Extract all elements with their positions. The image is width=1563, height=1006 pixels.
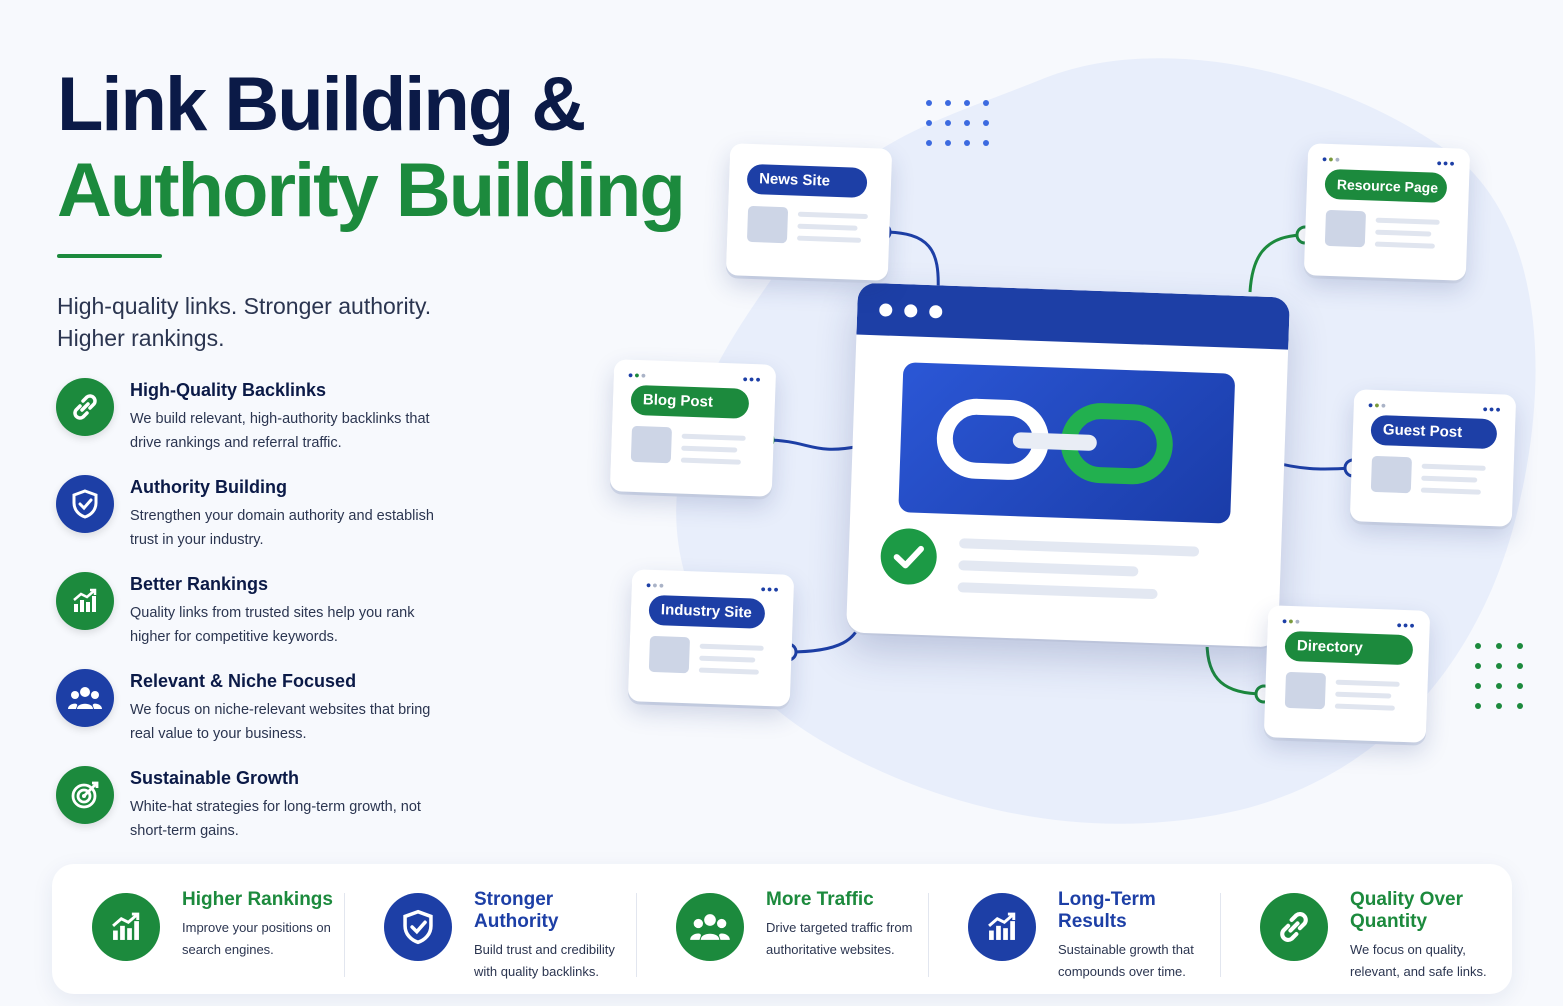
dot-grid-top <box>926 100 989 146</box>
benefit-title: Quality Over Quantity <box>1350 889 1463 932</box>
window-dots: ●●● <box>742 373 762 385</box>
feature-title: Authority Building <box>130 477 287 497</box>
feature-item: Relevant & Niche Focused We focus on nich… <box>56 669 486 766</box>
people-group-icon <box>56 669 114 727</box>
title-line-2: Authority Building <box>57 148 686 233</box>
benefit-title: Long-Term Results <box>1058 889 1156 932</box>
card-directory: ●●● ●●● Directory <box>1263 605 1431 743</box>
benefit-desc: Sustainable growth that compounds over t… <box>1058 942 1194 979</box>
title-underline <box>57 254 162 258</box>
feature-desc: White-hat strategies for long-term growt… <box>130 799 421 839</box>
page-title: Link Building & Authority Building <box>57 62 686 234</box>
card-news-site: News Site <box>725 143 893 281</box>
card-label: News Site <box>746 163 868 198</box>
tagline: High-quality links. Stronger authority. … <box>57 293 432 351</box>
benefit-item: Quality Over Quantity We focus on quality… <box>1220 881 1512 979</box>
window-dots: ●●● <box>1281 615 1302 627</box>
card-guest-post: ●●● ●●● Guest Post <box>1349 389 1517 527</box>
feature-desc: Quality links from trusted sites help yo… <box>130 605 415 645</box>
shield-check-icon <box>384 893 452 961</box>
feature-title: Better Rankings <box>130 574 269 594</box>
feature-desc: We build relevant, high-authority backli… <box>130 411 430 451</box>
dot-grid-right <box>1475 643 1523 709</box>
window-dots: ●●● <box>627 369 648 381</box>
growth-chart-icon <box>56 572 114 630</box>
feature-title: Sustainable Growth <box>130 768 300 788</box>
card-label: Directory <box>1284 630 1414 666</box>
feature-desc: We focus on niche-relevant websites that… <box>130 702 431 742</box>
benefit-desc: Build trust and credibility with quality… <box>474 942 615 979</box>
feature-title: Relevant & Niche Focused <box>130 671 357 691</box>
benefit-desc: Improve your positions on search engines… <box>182 920 331 957</box>
chain-link-icon <box>56 378 114 436</box>
shield-check-icon <box>56 475 114 533</box>
feature-desc: Strengthen your domain authority and est… <box>130 508 434 548</box>
chain-link-icon <box>936 398 1173 485</box>
benefit-desc: We focus on quality, relevant, and safe … <box>1350 942 1487 979</box>
benefit-title: More Traffic <box>766 889 874 910</box>
benefit-desc: Drive targeted traffic from authoritativ… <box>766 920 913 957</box>
window-dots: ●●● <box>1321 153 1342 165</box>
placeholder-line <box>958 560 1139 577</box>
window-dots: ●●● <box>1482 403 1502 415</box>
placeholder-line <box>959 538 1200 557</box>
growth-chart-icon <box>968 893 1036 961</box>
card-industry-site: ●●● ●●● Industry Site <box>627 569 795 707</box>
link-panel <box>898 362 1236 524</box>
feature-title: High-Quality Backlinks <box>130 380 327 400</box>
benefit-title: Stronger Authority <box>474 889 559 932</box>
card-blog-post: ●●● ●●● Blog Post <box>609 359 777 497</box>
card-label: Industry Site <box>648 594 766 629</box>
card-label: Blog Post <box>630 384 750 419</box>
window-dots: ●●● <box>1367 399 1388 411</box>
feature-item: High-Quality Backlinks We build relevant,… <box>56 378 486 475</box>
window-dots: ●●● <box>760 583 780 595</box>
central-website-window <box>846 282 1290 648</box>
people-group-icon <box>676 893 744 961</box>
feature-list: High-Quality Backlinks We build relevant,… <box>56 378 486 863</box>
target-icon <box>56 766 114 824</box>
window-dots: ●●● <box>1396 619 1416 631</box>
window-dots: ●●● <box>1436 157 1456 169</box>
title-line-1: Link Building & <box>57 62 586 147</box>
growth-chart-icon <box>92 893 160 961</box>
chain-link-icon <box>1260 893 1328 961</box>
card-label: Guest Post <box>1370 414 1498 450</box>
benefit-title: Higher Rankings <box>182 889 333 910</box>
placeholder-line <box>957 582 1158 600</box>
checkmark-icon <box>879 527 938 586</box>
window-dots: ●●● <box>645 579 666 591</box>
card-label: Resource Page <box>1324 168 1448 204</box>
card-resource-page: ●●● ●●● Resource Page <box>1303 143 1471 281</box>
